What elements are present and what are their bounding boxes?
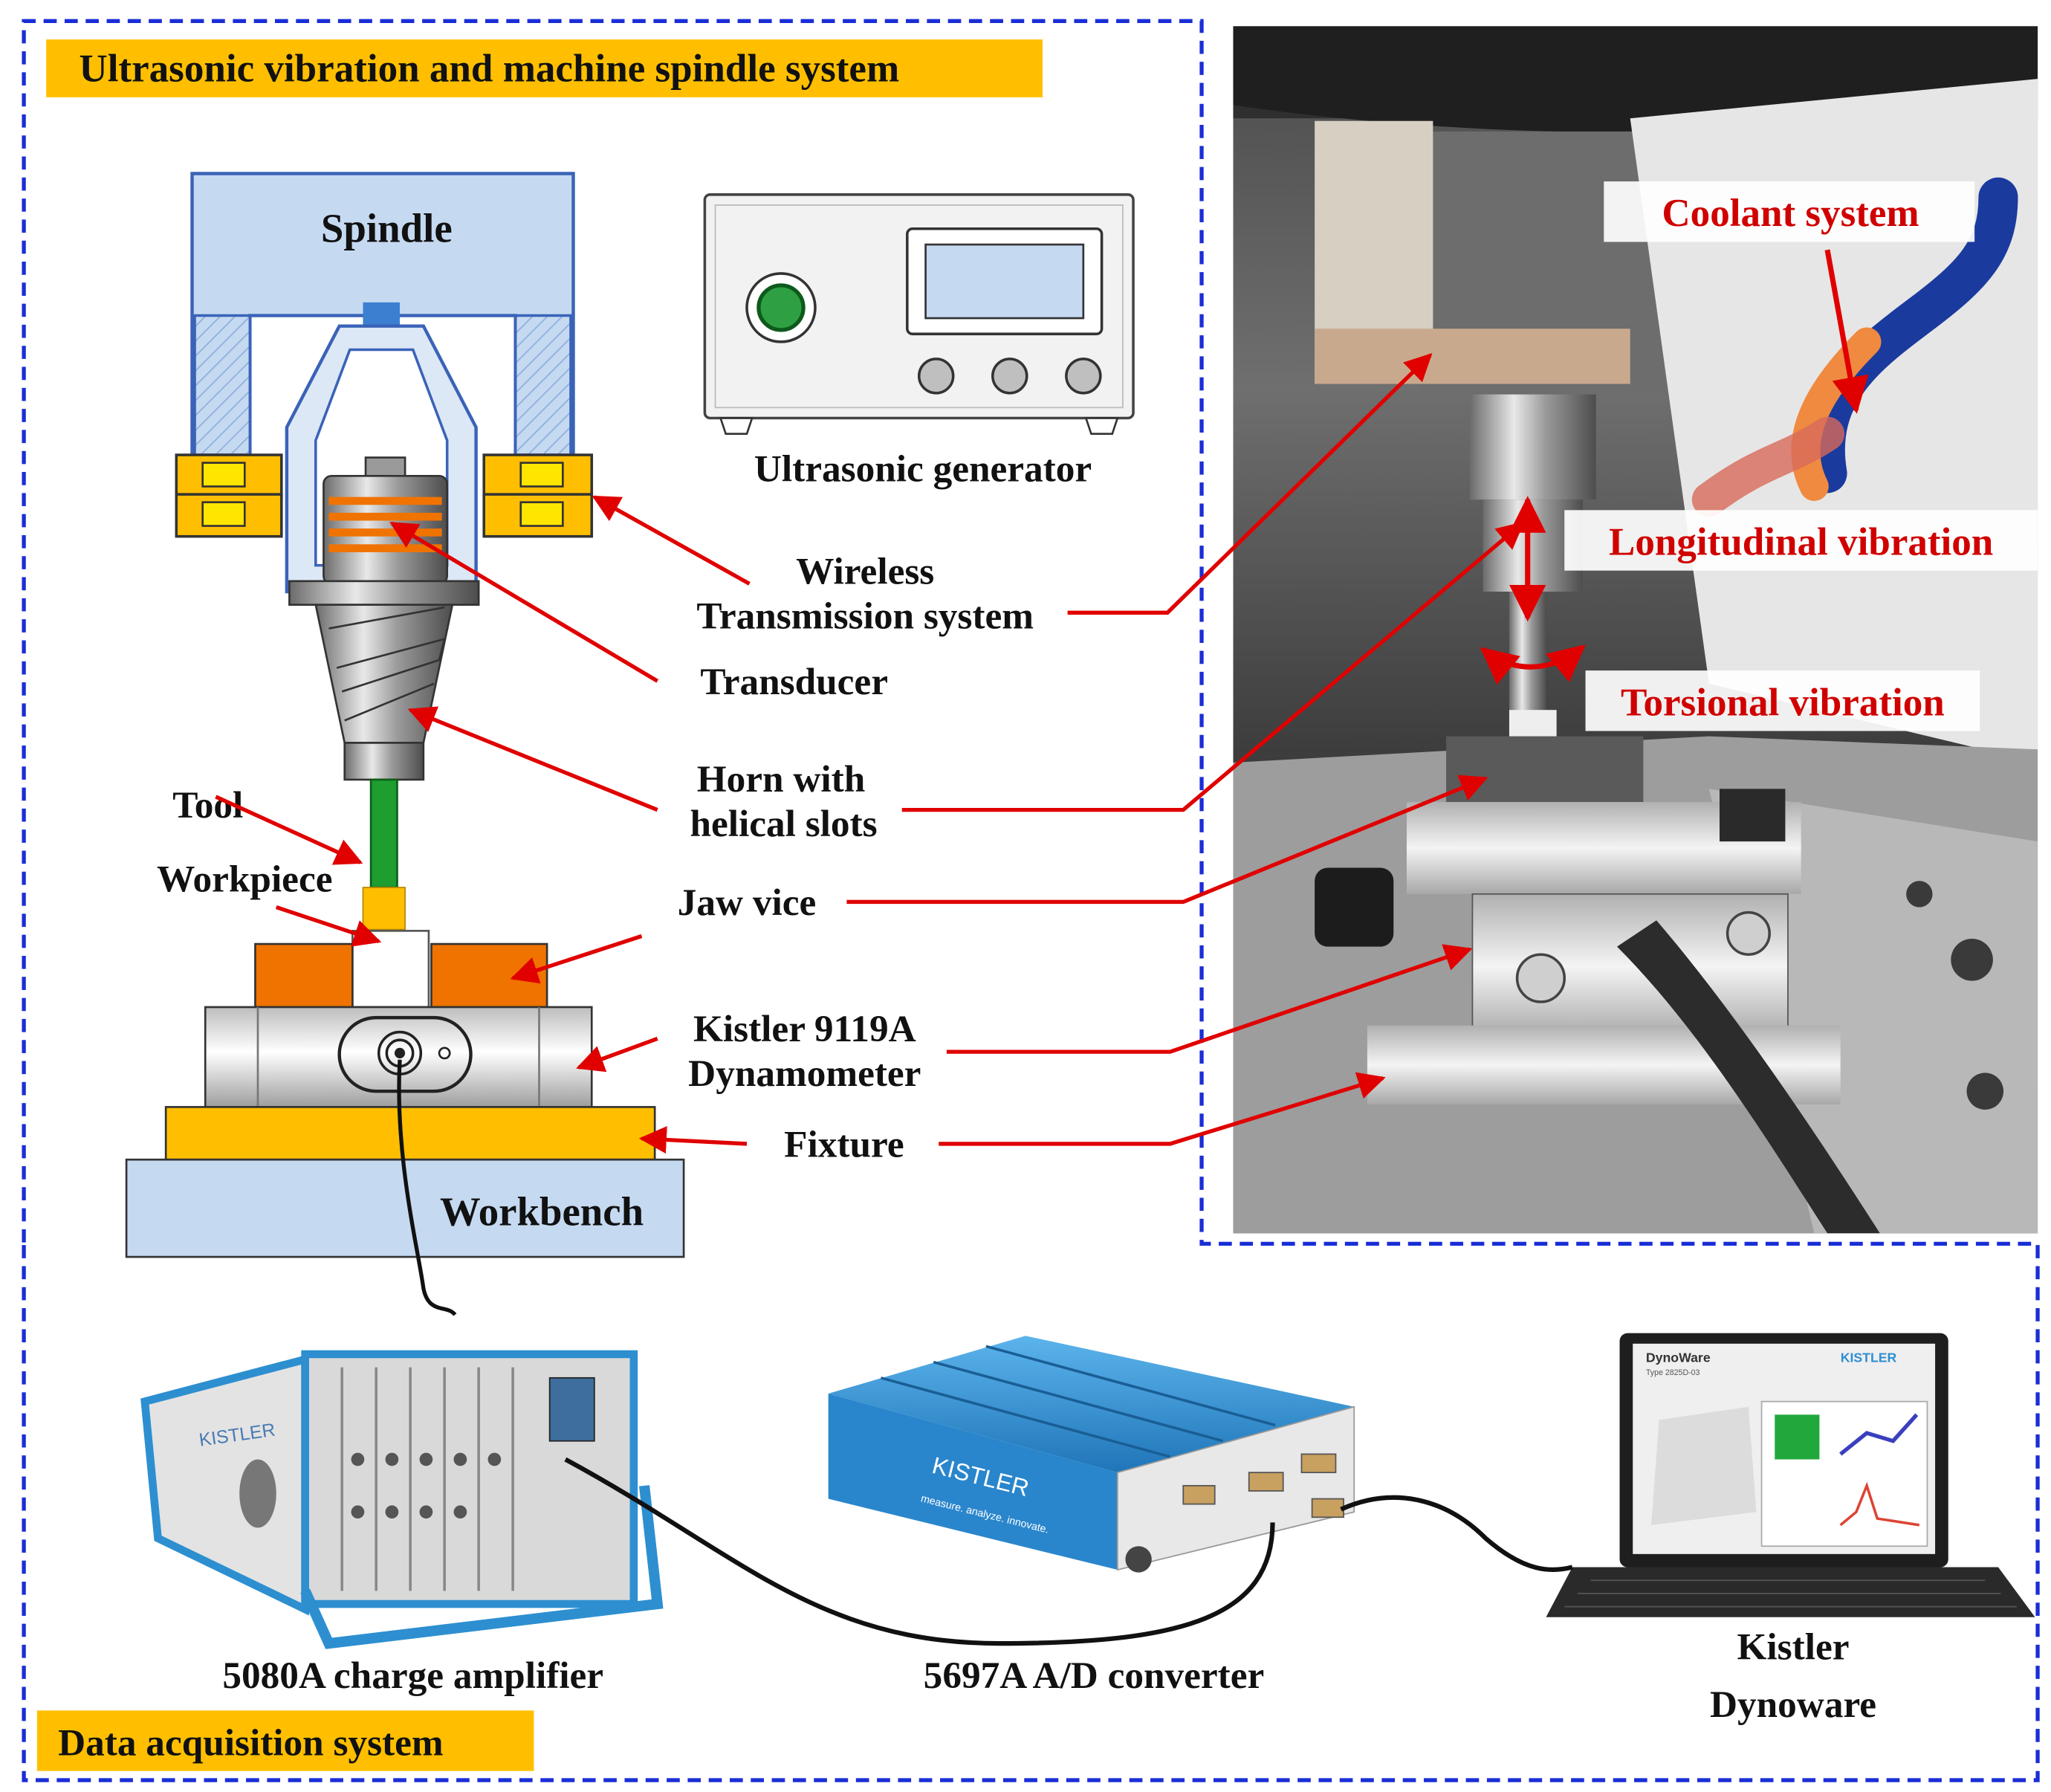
transducer xyxy=(323,456,449,585)
svg-text:Ultrasonic generator: Ultrasonic generator xyxy=(754,447,1092,490)
svg-text:Horn with: Horn with xyxy=(697,758,866,800)
frame-top xyxy=(22,19,2040,1782)
photo-label-longitudinal: Longitudinal vibration xyxy=(1564,510,2038,571)
svg-text:Workbench: Workbench xyxy=(440,1189,644,1235)
horn xyxy=(288,580,480,781)
workpiece xyxy=(362,887,406,931)
svg-text:Fixture: Fixture xyxy=(784,1124,904,1166)
svg-text:Transducer: Transducer xyxy=(700,661,888,703)
bottom-header: Data acquisition system xyxy=(36,1710,534,1771)
photo-label-coolant: Coolant system xyxy=(1604,181,1975,242)
charge-amplifier: KISTLER 5080A charge amplifier xyxy=(140,1350,664,1697)
workbench: Workbench xyxy=(125,1158,685,1258)
middle-labels: Wireless Transmission system Transducer … xyxy=(157,550,1034,1165)
svg-text:DynoWare: DynoWare xyxy=(1646,1351,1711,1365)
svg-text:Data acquisition system: Data acquisition system xyxy=(58,1721,444,1764)
svg-text:Dynoware: Dynoware xyxy=(1710,1683,1876,1726)
top-header: Ultrasonic vibration and machine spindle… xyxy=(46,39,1043,97)
svg-text:Transmission system: Transmission system xyxy=(696,595,1034,638)
data-cables xyxy=(564,1457,1573,1646)
dyno-cable xyxy=(397,1059,457,1316)
svg-text:helical slots: helical slots xyxy=(690,803,877,845)
svg-text:Torsional vibration: Torsional vibration xyxy=(1621,681,1945,724)
photo-label-torsional: Torsional vibration xyxy=(1585,670,1980,731)
svg-text:Coolant system: Coolant system xyxy=(1662,192,1919,235)
wireless-blocks xyxy=(175,453,594,538)
spindle-label: Spindle xyxy=(321,205,453,250)
svg-text:5080A charge amplifier: 5080A charge amplifier xyxy=(222,1654,603,1697)
svg-text:Dynamometer: Dynamometer xyxy=(688,1052,921,1095)
machining-photo xyxy=(1233,26,2038,1234)
svg-text:KISTLER: KISTLER xyxy=(1841,1351,1897,1365)
svg-text:Ultrasonic vibration and machi: Ultrasonic vibration and machine spindle… xyxy=(79,48,899,91)
ad-converter: KISTLER measure. analyze. innovate. 5697… xyxy=(828,1336,1355,1697)
tool xyxy=(369,778,398,889)
jaw-vice xyxy=(254,930,548,1009)
laptop-dynoware: DynoWare Type 2825D-03 KISTLER Kistler D… xyxy=(1546,1333,2035,1726)
svg-text:Wireless: Wireless xyxy=(796,550,934,592)
fixture xyxy=(164,1106,656,1161)
svg-text:Longitudinal vibration: Longitudinal vibration xyxy=(1609,520,1993,563)
svg-text:Kistler: Kistler xyxy=(1737,1626,1850,1668)
svg-text:Workpiece: Workpiece xyxy=(157,858,332,900)
svg-text:Kistler 9119A: Kistler 9119A xyxy=(693,1008,916,1050)
svg-text:Jaw vice: Jaw vice xyxy=(678,882,817,924)
ultrasonic-generator: Ultrasonic generator xyxy=(703,193,1135,490)
vibration-arrows xyxy=(1480,249,1869,685)
svg-text:Type 2825D-03: Type 2825D-03 xyxy=(1646,1368,1700,1377)
callout-arrows xyxy=(215,353,1525,1154)
svg-text:5697A A/D converter: 5697A A/D converter xyxy=(924,1654,1265,1697)
